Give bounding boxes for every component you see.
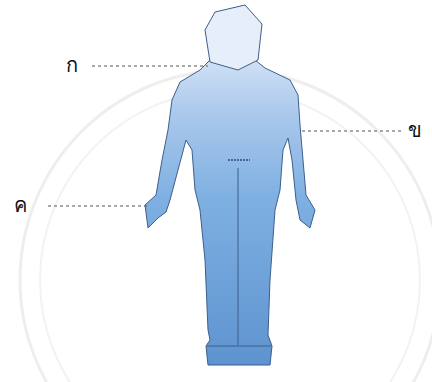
callout-letter: ข xyxy=(408,119,422,141)
leg-split xyxy=(238,168,239,345)
leader-line xyxy=(48,206,150,207)
waist-mark xyxy=(228,159,250,161)
head-shape xyxy=(205,5,262,70)
callout-letter: ค xyxy=(14,194,27,216)
callout-letter: ก xyxy=(66,54,78,76)
body-shape xyxy=(145,60,315,365)
leader-line xyxy=(92,66,208,67)
leader-line xyxy=(302,131,402,132)
feet-line xyxy=(207,346,271,347)
